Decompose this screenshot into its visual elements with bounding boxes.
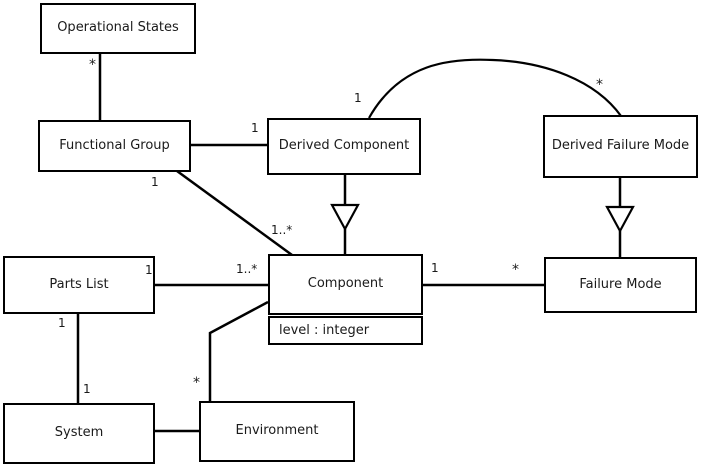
class-name-operational-states: Operational States [57,20,179,36]
edge-component-environment [208,300,269,401]
multiplicity-functional-group-component-end: 1..* [271,223,293,237]
multiplicity-component-failure-mode-left: 1 [431,261,439,275]
class-name-derived-component: Derived Component [278,138,410,154]
multiplicity-parts-list-system-top: 1 [58,316,66,330]
class-box-component[interactable]: Component [268,254,423,315]
class-name-environment: Environment [235,423,319,439]
class-box-system[interactable]: System [3,403,155,464]
generalization-triangle-component [330,203,360,232]
class-box-derived-component[interactable]: Derived Component [267,118,421,175]
multiplicity-parts-list-end: 1 [145,263,153,277]
multiplicity-derived-failure-mode-arc: * [596,77,603,93]
class-box-environment[interactable]: Environment [199,401,355,462]
class-box-functional-group[interactable]: Functional Group [38,120,191,172]
multiplicity-operational-states: * [89,57,96,73]
class-name-component: Component [307,276,384,292]
multiplicity-derived-component-arc: 1 [354,91,362,105]
class-attributes-component[interactable]: level : integer [268,316,423,345]
class-name-parts-list: Parts List [49,276,109,292]
multiplicity-component-parts-list-end: 1..* [236,262,258,276]
edge-functional-group-component [176,169,293,257]
edge-derived-component-derived-failure-mode-arc [368,58,622,119]
class-box-failure-mode[interactable]: Failure Mode [544,257,697,313]
class-name-system: System [54,425,104,441]
multiplicity-component-failure-mode-right: * [512,262,519,278]
class-box-parts-list[interactable]: Parts List [3,256,155,314]
multiplicity-parts-list-system-bottom: 1 [83,382,91,396]
attribute-level: level : integer [279,323,370,338]
multiplicity-functional-group-derived-component: 1 [251,121,259,135]
class-name-failure-mode: Failure Mode [579,276,662,292]
class-name-functional-group: Functional Group [59,137,170,153]
class-name-derived-failure-mode: Derived Failure Mode [551,138,690,154]
class-box-operational-states[interactable]: Operational States [40,3,196,54]
generalization-triangle-failure-mode [605,205,635,234]
class-box-derived-failure-mode[interactable]: Derived Failure Mode [543,115,698,178]
multiplicity-functional-group-component: 1 [151,175,159,189]
multiplicity-component-environment: * [193,375,200,391]
